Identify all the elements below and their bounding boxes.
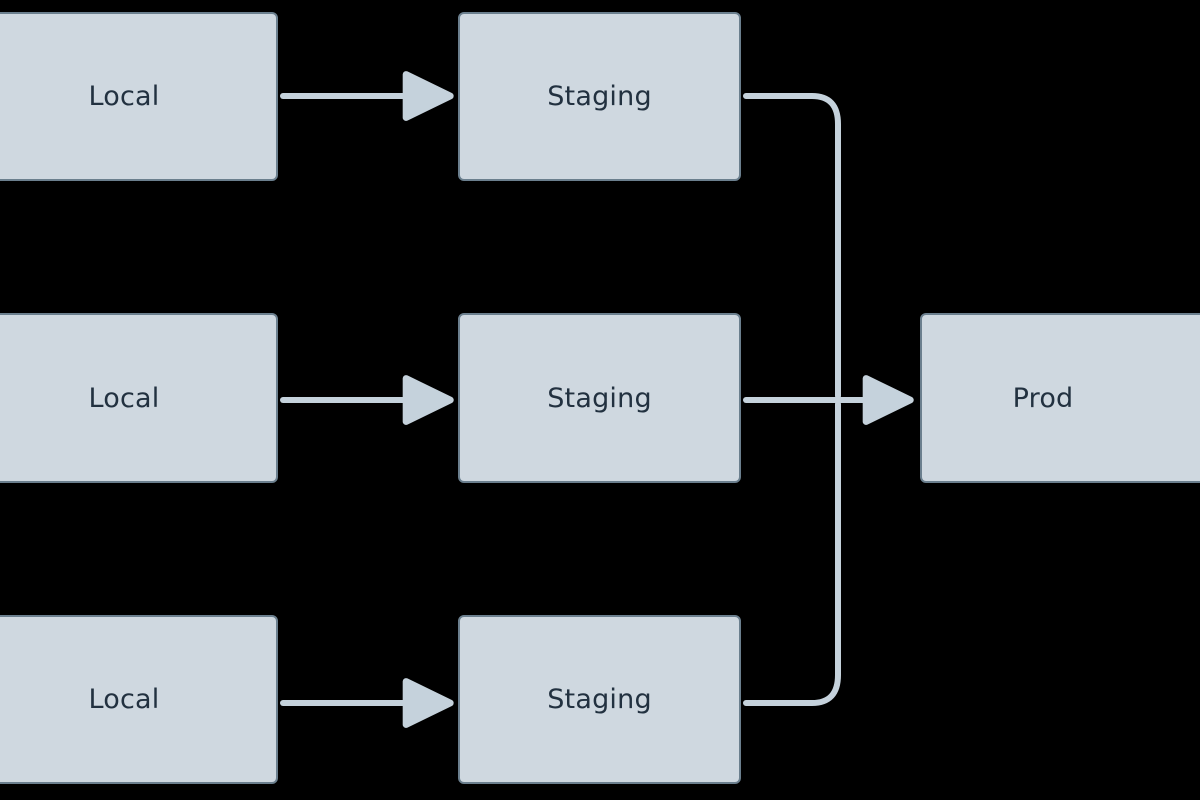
node-label: Staging — [547, 684, 652, 715]
node-label: Local — [88, 81, 160, 112]
node-local-1[interactable]: Local — [0, 12, 278, 181]
node-local-3[interactable]: Local — [0, 615, 278, 784]
node-staging-2[interactable]: Staging — [458, 313, 741, 483]
node-prod[interactable]: Prod — [920, 313, 1200, 483]
node-label: Local — [88, 382, 160, 414]
edge-staging1-prod — [743, 93, 841, 399]
node-staging-1[interactable]: Staging — [458, 12, 741, 181]
node-label: Staging — [547, 382, 652, 414]
node-label: Prod — [1012, 382, 1074, 414]
node-label: Staging — [547, 81, 652, 112]
edge-staging3-prod — [743, 401, 841, 706]
node-label: Local — [88, 684, 160, 715]
node-staging-3[interactable]: Staging — [458, 615, 741, 784]
node-local-2[interactable]: Local — [0, 313, 278, 483]
